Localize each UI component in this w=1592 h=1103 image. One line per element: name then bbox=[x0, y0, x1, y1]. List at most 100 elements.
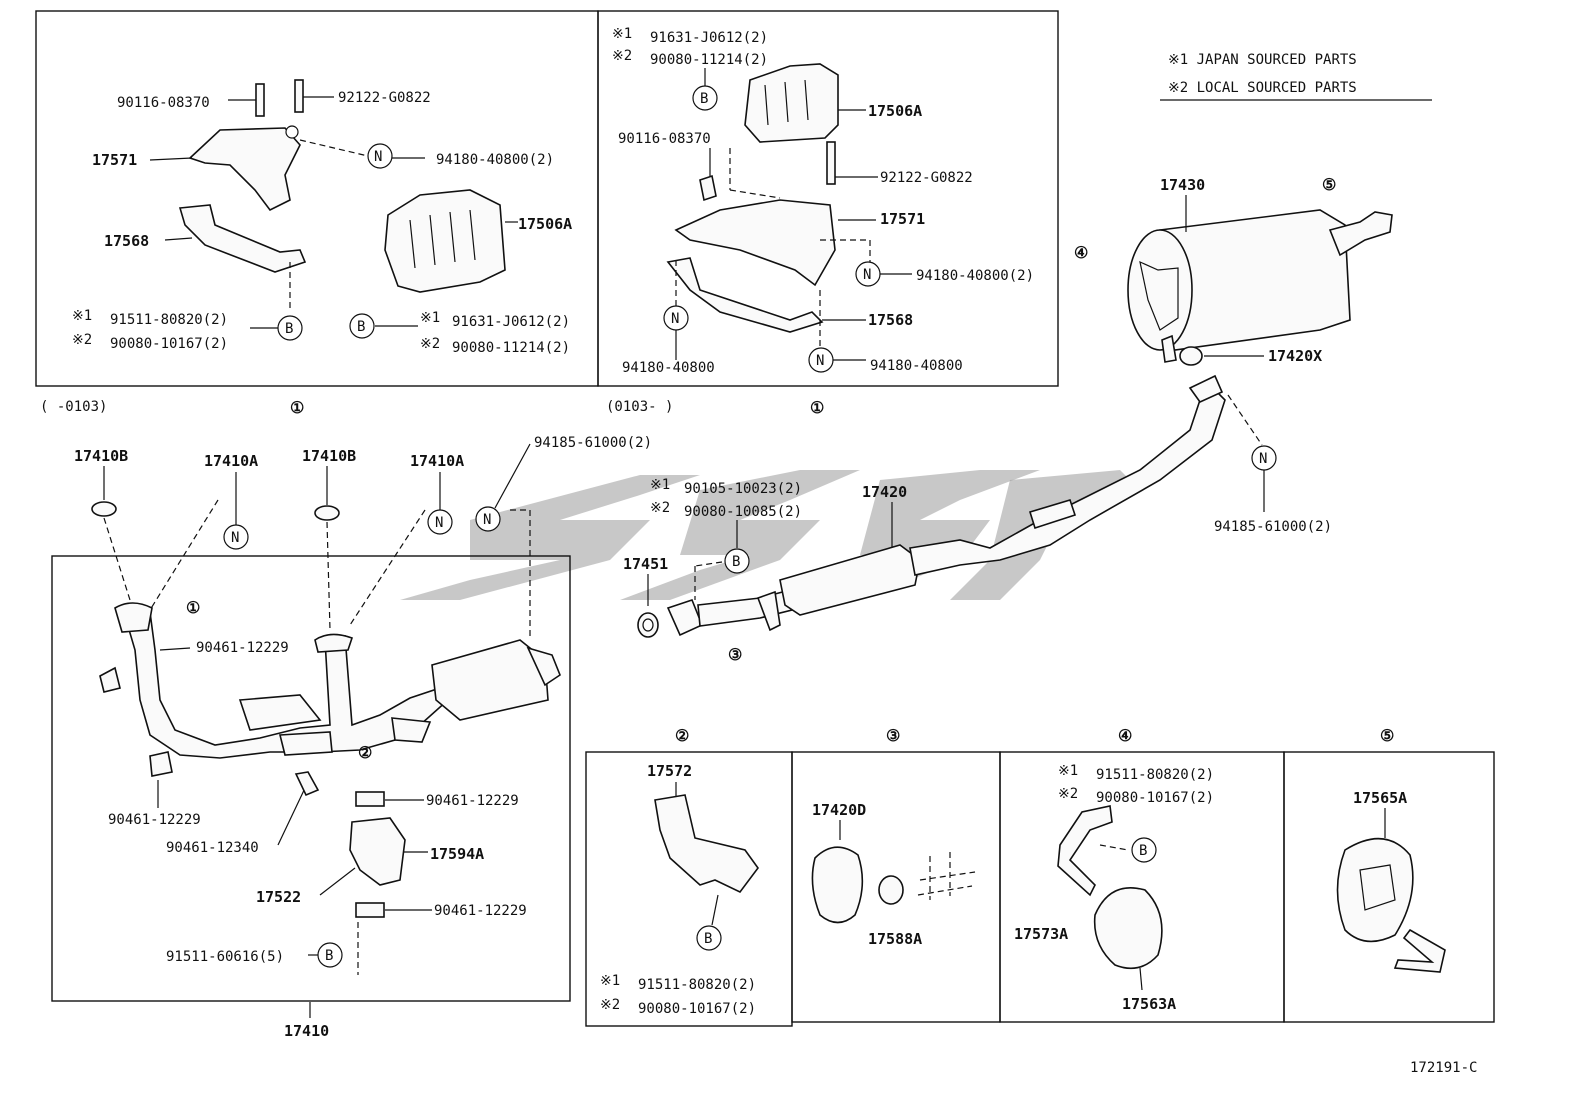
panel-b-leaders bbox=[675, 68, 912, 361]
label-17420d: 17420D bbox=[812, 801, 866, 819]
leader-b bbox=[711, 894, 719, 926]
label-90080-10167-2: 90080-10167(2) bbox=[638, 1001, 756, 1017]
b-letter: B bbox=[285, 321, 293, 337]
label-94180-40800: 94180-40800 bbox=[622, 360, 715, 376]
callout-5: ⑤ bbox=[1322, 175, 1336, 194]
detail-5-frame bbox=[1283, 751, 1495, 1023]
nut-symbol-n bbox=[223, 524, 249, 550]
label-90080-11214: 90080-11214(2) bbox=[452, 340, 570, 356]
callout-1: ① bbox=[290, 398, 304, 417]
panel-a-parts bbox=[178, 79, 506, 293]
label-17410: 17410 bbox=[284, 1022, 329, 1040]
label-91631-j0612: 91631-J0612(2) bbox=[452, 314, 570, 330]
label-17571: 17571 bbox=[880, 210, 925, 228]
range-from-0103: (0103- ) bbox=[606, 399, 673, 415]
label-90461-12340: 90461-12340 bbox=[166, 840, 259, 856]
front-pipe-leaders bbox=[103, 443, 531, 1018]
n-letter: N bbox=[374, 149, 382, 165]
label-17568: 17568 bbox=[868, 311, 913, 329]
label-17572: 17572 bbox=[647, 762, 692, 780]
n-letter: N bbox=[671, 311, 679, 327]
mark-2: ※2 bbox=[1058, 786, 1078, 802]
legend-japan-sourced: ※1 JAPAN SOURCED PARTS bbox=[1168, 52, 1357, 68]
b-letter: B bbox=[357, 319, 365, 335]
hanger-inner-outline bbox=[1359, 864, 1396, 911]
front-pipe-gaskets bbox=[91, 501, 340, 521]
bolt-symbol-b bbox=[317, 942, 343, 968]
mark-1: ※1 bbox=[600, 973, 620, 989]
n-letter: N bbox=[483, 512, 491, 528]
front-pipe-frame bbox=[51, 555, 571, 1002]
rubber-hanger-17563a bbox=[1093, 886, 1163, 970]
callout-3: ③ bbox=[728, 645, 742, 664]
label-90105-10023-2: 90105-10023(2) bbox=[684, 481, 802, 497]
mark-1: ※1 bbox=[612, 26, 632, 42]
label-90461-12229: 90461-12229 bbox=[426, 793, 519, 809]
callout-2: ② bbox=[675, 726, 689, 745]
label-17430: 17430 bbox=[1160, 176, 1205, 194]
leader-17563a bbox=[1139, 967, 1143, 991]
b-letter: B bbox=[732, 554, 740, 570]
label-90080-10167: 90080-10167(2) bbox=[110, 336, 228, 352]
leader-b bbox=[1099, 844, 1129, 851]
rubber-hanger-17420d bbox=[811, 846, 864, 924]
label-94185-61000-2: 94185-61000(2) bbox=[534, 435, 652, 451]
label-91511-60616-5: 91511-60616(5) bbox=[166, 949, 284, 965]
mark-1: ※1 bbox=[650, 477, 670, 493]
front-exhaust-pipe bbox=[99, 602, 561, 759]
label-91511-80820-2: 91511-80820(2) bbox=[1096, 767, 1214, 783]
leader-94185 bbox=[1227, 394, 1263, 446]
label-17573a: 17573A bbox=[1014, 925, 1068, 943]
rubber-hanger-17565a bbox=[1336, 837, 1414, 943]
callout-4: ④ bbox=[1118, 726, 1132, 745]
label-90080-11214: 90080-11214(2) bbox=[650, 52, 768, 68]
mark-1: ※1 bbox=[420, 310, 440, 326]
bolt-symbol-b bbox=[696, 925, 722, 951]
n-letter: N bbox=[816, 353, 824, 369]
label-90461-12229: 90461-12229 bbox=[434, 903, 527, 919]
panel-b-frame bbox=[597, 10, 1059, 387]
nut-symbol-n bbox=[855, 261, 881, 287]
bolt-symbol-b bbox=[1131, 837, 1157, 863]
label-94185-61000-2: 94185-61000(2) bbox=[1214, 519, 1332, 535]
label-17506a: 17506A bbox=[868, 102, 922, 120]
label-90116-08370: 90116-08370 bbox=[117, 95, 210, 111]
label-90080-10167-2: 90080-10167(2) bbox=[1096, 790, 1214, 806]
front-pipe-small-parts bbox=[149, 751, 406, 918]
label-91511-80820-2: 91511-80820(2) bbox=[638, 977, 756, 993]
mark-2: ※2 bbox=[600, 997, 620, 1013]
label-90461-12229: 90461-12229 bbox=[196, 640, 289, 656]
mark-2: ※2 bbox=[612, 48, 632, 64]
b-letter: B bbox=[700, 91, 708, 107]
bolt-dash-outline bbox=[917, 852, 976, 900]
label-17410b: 17410B bbox=[74, 447, 128, 465]
label-17522: 17522 bbox=[256, 888, 301, 906]
legend-local-sourced: ※2 LOCAL SOURCED PARTS bbox=[1168, 80, 1357, 96]
label-91631-j0612: 91631-J0612(2) bbox=[650, 30, 768, 46]
label-90080-10085-2: 90080-10085(2) bbox=[684, 504, 802, 520]
callout-4: ④ bbox=[1074, 243, 1088, 262]
center-exhaust-pipe bbox=[637, 374, 1226, 638]
label-94180-40800: 94180-40800 bbox=[870, 358, 963, 374]
bracket-17573a bbox=[1057, 805, 1113, 897]
label-17563a: 17563A bbox=[1122, 995, 1176, 1013]
label-17410b: 17410B bbox=[302, 447, 356, 465]
label-90461-12229: 90461-12229 bbox=[108, 812, 201, 828]
callout-5: ⑤ bbox=[1380, 726, 1394, 745]
bolt-symbol-b bbox=[277, 315, 303, 341]
b-letter: B bbox=[325, 948, 333, 964]
label-17506a: 17506A bbox=[518, 215, 572, 233]
b-letter: B bbox=[1139, 843, 1147, 859]
label-90116-08370: 90116-08370 bbox=[618, 131, 711, 147]
label-17420x: 17420X bbox=[1268, 347, 1322, 365]
range-until-0103: ( -0103) bbox=[40, 399, 107, 415]
label-17571: 17571 bbox=[92, 151, 137, 169]
n-letter: N bbox=[231, 530, 239, 546]
center-pipe-leaders bbox=[647, 502, 893, 606]
callout-2: ② bbox=[358, 743, 372, 762]
label-17410a: 17410A bbox=[410, 452, 464, 470]
callout-3: ③ bbox=[886, 726, 900, 745]
label-17420: 17420 bbox=[862, 483, 907, 501]
bolt-symbol-b bbox=[692, 85, 718, 111]
